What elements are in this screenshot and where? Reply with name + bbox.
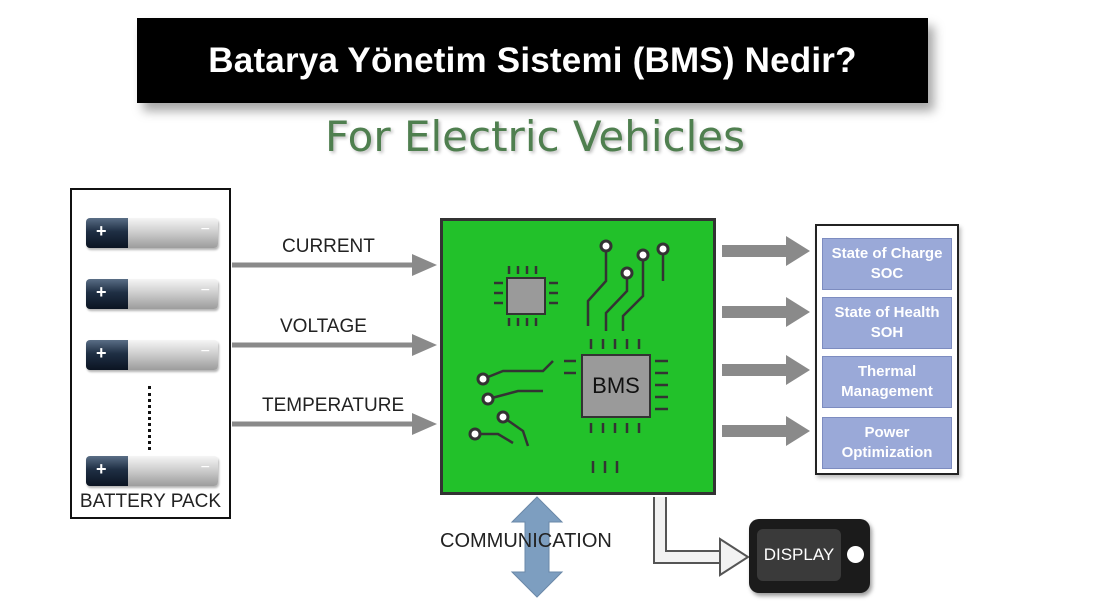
bms-chip: BMS xyxy=(581,354,651,418)
pcb-traces xyxy=(468,239,670,473)
battery-cell: +− xyxy=(86,456,218,486)
battery-pack: +− +− +− +− BATTERY PACK xyxy=(70,188,231,519)
output-arrow-soh xyxy=(722,297,810,327)
current-arrow xyxy=(232,254,437,276)
communication-arrow xyxy=(510,496,564,598)
battery-cell: +− xyxy=(86,218,218,248)
temperature-arrow xyxy=(232,413,437,435)
display-arrow xyxy=(653,497,750,577)
page-subtitle: For Electric Vehicles xyxy=(324,112,746,161)
microcontroller-chip xyxy=(506,277,546,315)
current-label: CURRENT xyxy=(282,236,375,257)
battery-pack-label: BATTERY PACK xyxy=(79,491,222,512)
communication-label: COMMUNICATION xyxy=(440,530,612,552)
battery-cell: +− xyxy=(86,340,218,370)
page-title: Batarya Yönetim Sistemi (BMS) Nedir? xyxy=(208,40,857,80)
output-arrow-power xyxy=(722,416,810,446)
voltage-arrow xyxy=(232,334,437,356)
output-arrow-soc xyxy=(722,236,810,266)
led-indicator-icon xyxy=(847,546,864,563)
output-arrow-thermal xyxy=(722,355,810,385)
display-screen: DISPLAY xyxy=(757,529,841,581)
battery-cell: +− xyxy=(86,279,218,309)
bms-board: BMS xyxy=(440,218,716,495)
ellipsis-dots xyxy=(148,386,155,450)
voltage-label: VOLTAGE xyxy=(280,316,367,337)
title-banner: Batarya Yönetim Sistemi (BMS) Nedir? xyxy=(137,18,928,103)
display-device: DISPLAY xyxy=(749,519,870,593)
temperature-label: TEMPERATURE xyxy=(262,395,405,416)
